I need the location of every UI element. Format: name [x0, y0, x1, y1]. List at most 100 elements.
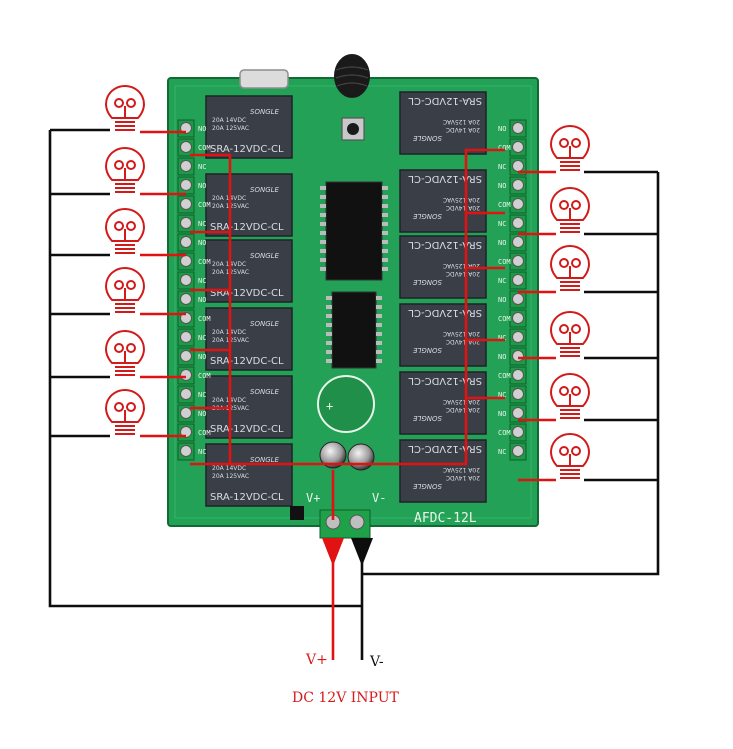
terminal-screw[interactable] — [180, 388, 192, 400]
polarity-plus-mark: + — [326, 399, 333, 413]
terminal-label: NC — [198, 220, 206, 228]
relay-model: SRA-12VDC-CL — [408, 173, 482, 184]
terminal-screw[interactable] — [512, 331, 524, 343]
terminal-screw[interactable] — [180, 179, 192, 191]
terminal-label: COM — [198, 144, 211, 152]
ic-pin — [326, 332, 332, 336]
terminal-label: NC — [198, 448, 206, 456]
ic-pin — [326, 350, 332, 354]
terminal-screw[interactable] — [512, 217, 524, 229]
terminal-screw[interactable] — [180, 255, 192, 267]
terminal-screw[interactable] — [180, 141, 192, 153]
ic-pin — [376, 323, 382, 327]
relay-rating-2: 20A 125VAC — [443, 262, 480, 269]
terminal-label: NO — [498, 239, 506, 247]
bulb-icon — [105, 266, 145, 313]
terminal-screw[interactable] — [180, 293, 192, 305]
ic-pin — [376, 359, 382, 363]
electrolytic-capacitor-2 — [347, 443, 375, 471]
terminal-screw[interactable] — [512, 369, 524, 381]
terminal-screw[interactable] — [180, 236, 192, 248]
terminal-label: NO — [498, 182, 506, 190]
terminal-label: COM — [198, 201, 211, 209]
terminal-screw[interactable] — [180, 198, 192, 210]
terminal-screw[interactable] — [180, 274, 192, 286]
terminal-screw[interactable] — [180, 331, 192, 343]
relay-model: SRA-12VDC-CL — [408, 375, 482, 386]
learn-button[interactable] — [341, 117, 365, 141]
relay-brand: SONGLE — [250, 108, 280, 116]
power-terminal-block — [319, 509, 371, 539]
bulb-icon — [550, 310, 590, 357]
terminal-screw[interactable] — [512, 179, 524, 191]
filament-left — [114, 280, 124, 290]
ic-pins — [320, 186, 388, 363]
bulb-icon — [550, 372, 590, 419]
terminal-screw[interactable] — [180, 160, 192, 172]
ic-pin — [382, 240, 388, 244]
relay-brand: SONGLE — [250, 186, 280, 194]
ic-pin — [320, 249, 326, 253]
decoder-ic — [325, 181, 383, 281]
terminal-screw[interactable] — [512, 407, 524, 419]
filament-left — [114, 98, 124, 108]
filament-left — [559, 258, 569, 268]
terminal-label: NO — [498, 125, 506, 133]
relay-rating-2: 20A 125VAC — [212, 125, 249, 132]
right-bulbs — [550, 124, 590, 479]
terminal-screw[interactable] — [512, 141, 524, 153]
terminal-screw[interactable] — [512, 122, 524, 134]
relay-rating-1: 20A 14VDC — [446, 406, 480, 413]
filament-right — [571, 138, 581, 148]
terminal-screw[interactable] — [180, 350, 192, 362]
terminal-screw[interactable] — [512, 426, 524, 438]
ic-pin — [320, 231, 326, 235]
bulb-icon — [550, 186, 590, 233]
ic-pin — [320, 186, 326, 190]
electrolytic-capacitor-1 — [319, 441, 347, 469]
dc-input-label: DC 12V INPUT — [292, 690, 400, 706]
terminal-screw[interactable] — [512, 198, 524, 210]
terminal-v-minus-label: V- — [372, 491, 386, 505]
terminal-label: NO — [198, 239, 206, 247]
filament-right — [126, 343, 136, 353]
relay-model: SRA-12VDC-CL — [408, 443, 482, 454]
ic-pin — [326, 341, 332, 345]
terminal-label: COM — [498, 201, 511, 209]
bulb-glass — [550, 244, 590, 279]
ic-pin — [376, 305, 382, 309]
relay-rating-1: 20A 14VDC — [446, 474, 480, 481]
antenna-coil — [334, 54, 370, 98]
bulb-glass — [105, 329, 145, 364]
terminal-screw[interactable] — [512, 293, 524, 305]
relay-model: SRA-12VDC-CL — [408, 239, 482, 250]
terminal-screw[interactable] — [512, 445, 524, 457]
terminal-screw[interactable] — [512, 274, 524, 286]
terminal-screw[interactable] — [512, 160, 524, 172]
relay-rating-2: 20A 125VAC — [443, 196, 480, 203]
terminal-screw[interactable] — [180, 369, 192, 381]
relay-case — [205, 173, 293, 237]
terminal-screw[interactable] — [180, 407, 192, 419]
relay-case — [205, 307, 293, 371]
terminal-screw[interactable] — [512, 388, 524, 400]
terminal-screw[interactable] — [180, 445, 192, 457]
bulb-icon — [105, 329, 145, 376]
right-terminal-strip: NOCOMNCNOCOMNCNOCOMNCNOCOMNCNOCOMNCNOCOM… — [498, 119, 527, 461]
diode — [290, 506, 304, 520]
terminal-v-plus-label: V+ — [306, 491, 320, 505]
relay-rating-2: 20A 125VAC — [443, 330, 480, 337]
terminal-screw[interactable] — [180, 217, 192, 229]
negative-return-wire-right — [362, 172, 660, 576]
terminal-screw[interactable] — [512, 236, 524, 248]
terminal-screw[interactable] — [512, 312, 524, 324]
terminal-screw[interactable] — [512, 350, 524, 362]
ic-pin — [376, 296, 382, 300]
terminal-screw[interactable] — [512, 255, 524, 267]
